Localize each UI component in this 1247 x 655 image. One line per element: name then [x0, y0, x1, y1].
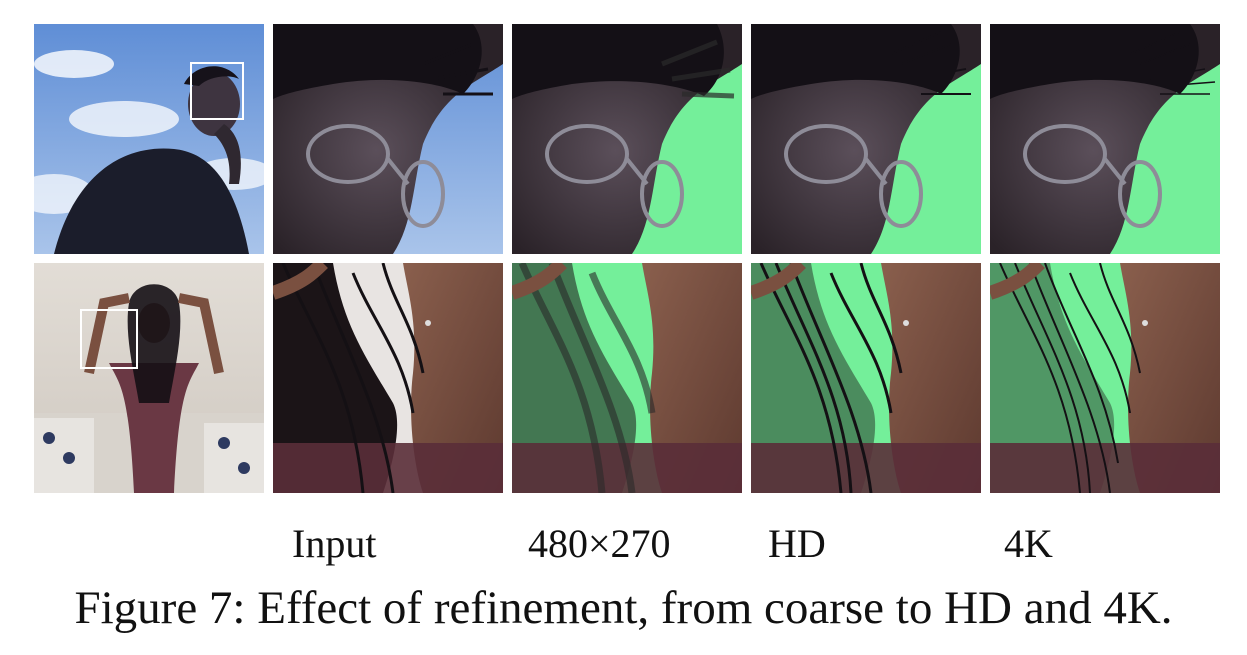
row1-input-crop [273, 24, 503, 254]
row1-input-fullframe [34, 24, 264, 254]
row1-result-480x270 [512, 24, 742, 254]
row2-result-hd [751, 263, 981, 493]
row2-result-4k [990, 263, 1220, 493]
crop-highlight-box [80, 309, 138, 369]
column-label-480x270: 480×270 [528, 521, 671, 566]
row2-input-fullframe [34, 263, 264, 493]
column-label-input: Input [292, 521, 377, 566]
crop-highlight-box [190, 62, 244, 120]
column-label-4k: 4K [1004, 521, 1053, 566]
row2-result-480x270 [512, 263, 742, 493]
row2-input-crop [273, 263, 503, 493]
figure-caption: Figure 7: Effect of refinement, from coa… [74, 582, 1173, 634]
column-label-hd: HD [768, 521, 826, 566]
row1-result-hd [751, 24, 981, 254]
row1-result-4k [990, 24, 1220, 254]
